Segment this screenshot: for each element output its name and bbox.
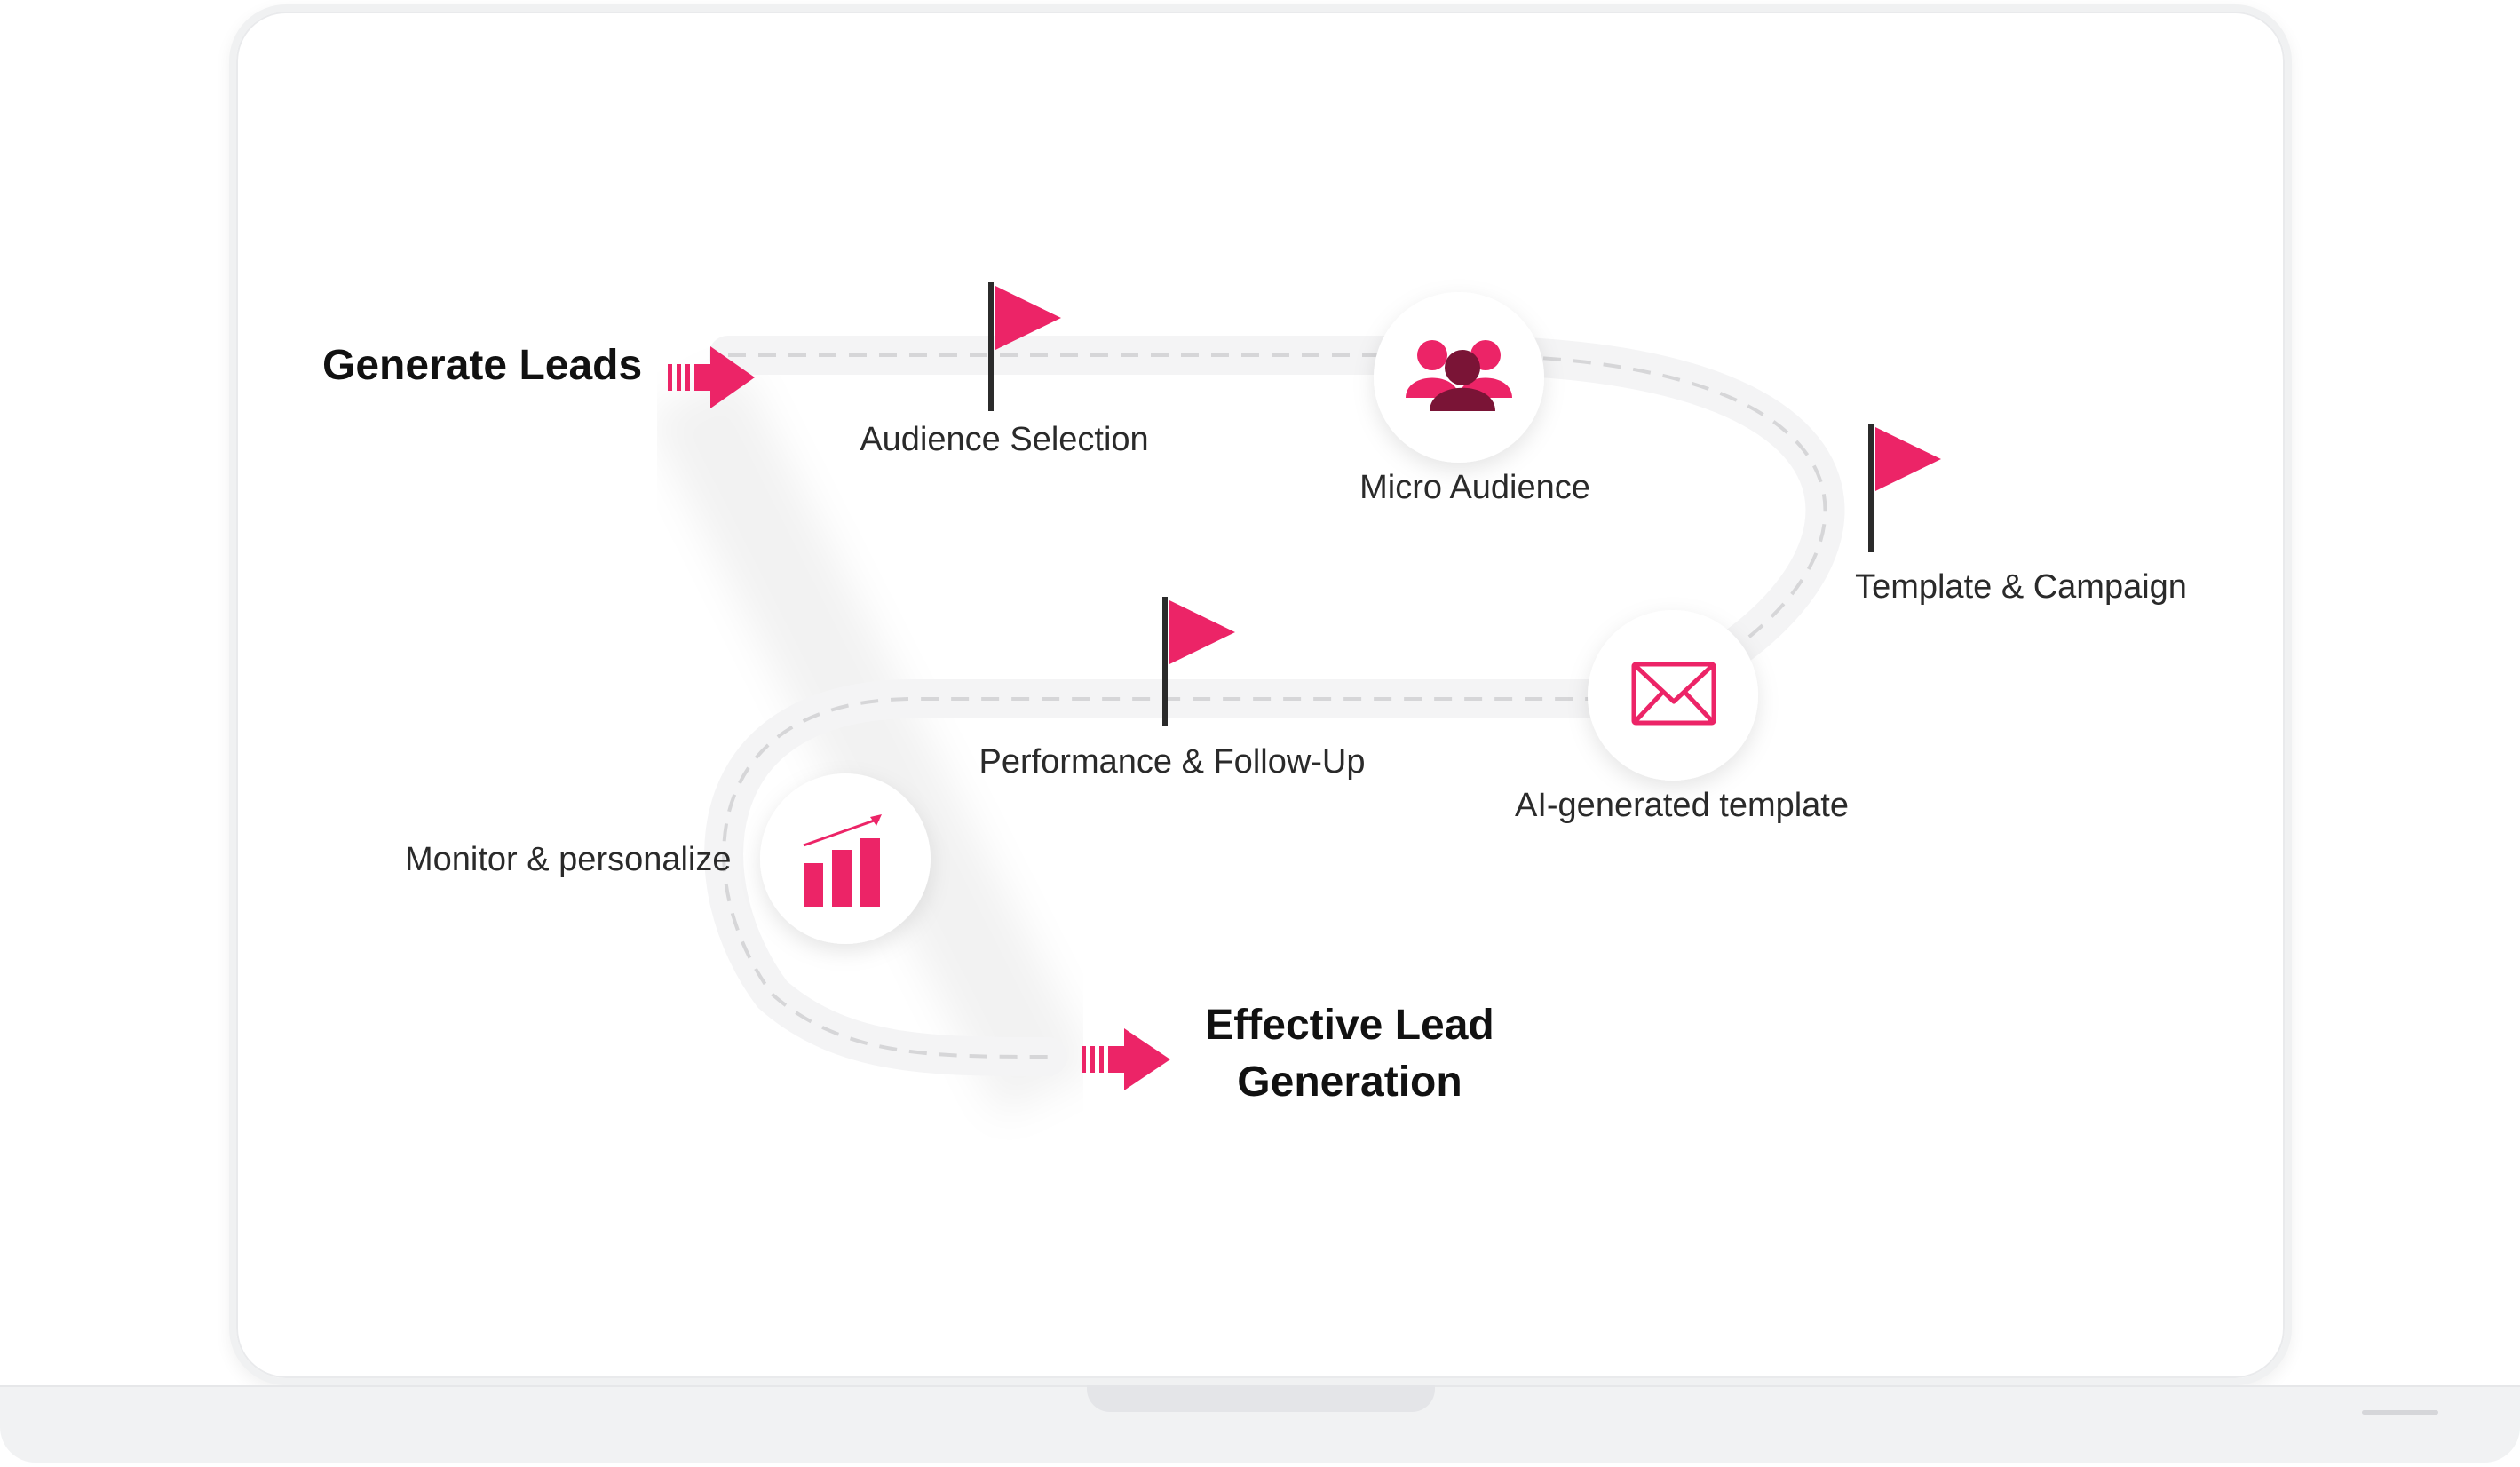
end-arrow-icon xyxy=(1082,1028,1170,1090)
ai-template-node xyxy=(1588,610,1758,781)
road-shadow xyxy=(645,366,1096,1117)
monitor-node xyxy=(760,773,931,944)
flag-icon xyxy=(1162,597,1235,726)
people-group-icon xyxy=(1406,340,1512,411)
step-label-performance-follow-up: Performance & Follow-Up xyxy=(979,743,1366,781)
end-label: Effective Lead Generation xyxy=(1205,1002,1494,1106)
flag-icon xyxy=(988,282,1061,411)
start-arrow-icon xyxy=(668,346,755,408)
start-label: Generate Leads xyxy=(322,342,643,389)
laptop-notch xyxy=(1087,1385,1435,1412)
step-label-monitor-personalize: Monitor & personalize xyxy=(405,841,732,878)
step-label-ai-generated-template: AI-generated template xyxy=(1514,787,1850,824)
bar-chart-growth-icon xyxy=(803,814,882,907)
step-label-micro-audience: Micro Audience xyxy=(1359,469,1590,506)
laptop-slit xyxy=(2362,1410,2438,1415)
step-label-template-campaign: Template & Campaign xyxy=(1855,568,2187,606)
road-dashes xyxy=(722,353,1827,1059)
micro-audience-node xyxy=(1374,292,1544,463)
envelope-icon xyxy=(1631,662,1716,726)
step-label-audience-selection: Audience Selection xyxy=(860,421,1149,458)
flag-icon xyxy=(1868,424,1941,552)
